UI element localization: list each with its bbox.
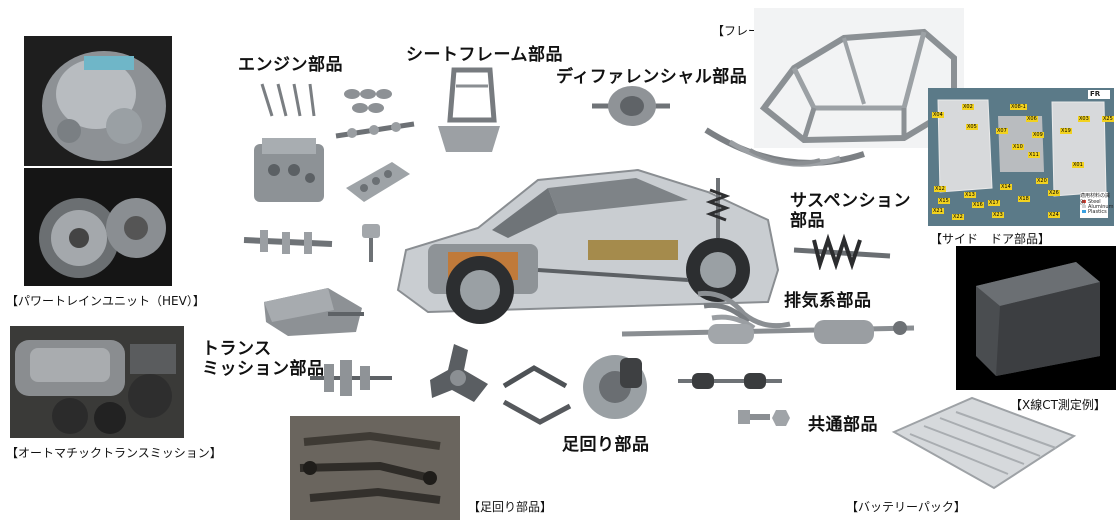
automatic-transmission-caption: 【オートマチックトランスミッション】 bbox=[6, 446, 222, 460]
door-tag: X02 bbox=[962, 104, 974, 110]
battery-pack-label: 【バッテリーパック】 bbox=[846, 500, 966, 514]
door-tag: X09 bbox=[1032, 132, 1044, 138]
door-tag: X20 bbox=[1036, 178, 1048, 184]
door-tag: X13 bbox=[964, 192, 976, 198]
door-tag: X24 bbox=[1048, 212, 1060, 218]
engine-block-illustration bbox=[254, 138, 324, 202]
legend-plastics: Plastics bbox=[1088, 209, 1107, 215]
engine-springs-illustration bbox=[344, 89, 392, 113]
legend-steel: Steel bbox=[1088, 199, 1101, 205]
engine-valves-illustration bbox=[260, 83, 316, 117]
door-tag: X26 bbox=[1048, 190, 1060, 196]
seat-frame-parts-label: シートフレーム部品 bbox=[406, 45, 563, 65]
leaf-spring-illustration bbox=[704, 127, 865, 167]
door-tag: X25 bbox=[1102, 116, 1114, 122]
exhaust-pipe-illustration bbox=[621, 320, 915, 344]
suspension-parts-label-line1: サスペンション bbox=[790, 191, 911, 211]
door-tag: X08-1 bbox=[1010, 104, 1027, 110]
steering-knuckle-illustration bbox=[430, 344, 488, 402]
differential-parts-label: ディファレンシャル部品 bbox=[556, 67, 748, 87]
footwork-photo-caption: 【足回り部品】 bbox=[468, 500, 553, 514]
door-tag: X01 bbox=[1072, 162, 1084, 168]
bolt-nut-illustration bbox=[738, 410, 790, 426]
door-legend-title: 適用材料の識別 bbox=[1080, 193, 1111, 206]
shock-absorber-illustration bbox=[793, 233, 891, 270]
door-tag: X03 bbox=[1078, 116, 1090, 122]
door-tag: X19 bbox=[1060, 128, 1072, 134]
camshaft-illustration bbox=[335, 121, 415, 139]
door-tag: X15 bbox=[938, 198, 950, 204]
drive-shaft-illustration bbox=[678, 373, 782, 389]
suspension-parts-label-line2: 部品 bbox=[790, 211, 825, 231]
fr-badge: FR bbox=[1090, 90, 1101, 98]
door-tag: X06 bbox=[1026, 116, 1038, 122]
automatic-transmission-photo bbox=[10, 326, 184, 438]
cylinder-head-illustration bbox=[346, 162, 410, 202]
piston-illustration bbox=[362, 224, 380, 262]
exhaust-parts-label: 排気系部品 bbox=[784, 291, 872, 311]
powertrain-hev-caption: 【パワートレインユニット（HEV）】 bbox=[6, 294, 205, 308]
gear-set-illustration bbox=[310, 360, 392, 396]
powertrain-hev-photo-bottom bbox=[24, 168, 172, 286]
footwork-parts-photo bbox=[290, 416, 460, 520]
car-cutaway-illustration bbox=[396, 168, 780, 324]
side-door-parts-panel: FR 適用材料の識別 Steel Aluminum Plastics X02 X… bbox=[928, 88, 1114, 226]
control-arm-upper-illustration bbox=[502, 365, 568, 389]
legend-aluminum: Aluminum bbox=[1088, 204, 1114, 210]
suspension-strut-illustration bbox=[706, 178, 730, 238]
door-tag: X05 bbox=[966, 124, 978, 130]
seat-frame-illustration bbox=[438, 67, 500, 152]
exhaust-manifold-illustration bbox=[697, 290, 791, 331]
door-tag: X22 bbox=[952, 214, 964, 220]
door-tag: X18 bbox=[1018, 196, 1030, 202]
xray-ct-image bbox=[956, 246, 1116, 390]
door-tag: X10 bbox=[1012, 144, 1024, 150]
door-tag: X17 bbox=[988, 200, 1000, 206]
differential-illustration bbox=[592, 86, 670, 126]
manual-transmission-illustration bbox=[264, 288, 364, 336]
door-tag: X07 bbox=[996, 128, 1008, 134]
crankshaft-illustration bbox=[243, 230, 333, 254]
transmission-parts-label-line2: ミッション部品 bbox=[202, 359, 325, 379]
door-tag: X12 bbox=[934, 186, 946, 192]
common-parts-label: 共通部品 bbox=[808, 415, 878, 435]
door-tag: X04 bbox=[932, 112, 944, 118]
door-tag: X21 bbox=[932, 208, 944, 214]
door-tag: X23 bbox=[992, 212, 1004, 218]
powertrain-hev-photo-top bbox=[24, 36, 172, 166]
door-tag: X11 bbox=[1028, 152, 1040, 158]
engine-parts-label: エンジン部品 bbox=[238, 55, 343, 75]
control-arm-lower-illustration bbox=[502, 399, 572, 425]
side-door-parts-label: 【サイド ドア部品】 bbox=[930, 232, 1051, 246]
footwork-parts-label: 足回り部品 bbox=[562, 435, 650, 455]
door-tag: X16 bbox=[972, 202, 984, 208]
battery-pack-illustration bbox=[891, 396, 1077, 490]
door-tag: X14 bbox=[1000, 184, 1012, 190]
brake-disc-illustration bbox=[583, 355, 647, 419]
xray-ct-label: 【X線CT測定例】 bbox=[1010, 398, 1106, 412]
transmission-parts-label-line1: トランス bbox=[202, 339, 272, 359]
